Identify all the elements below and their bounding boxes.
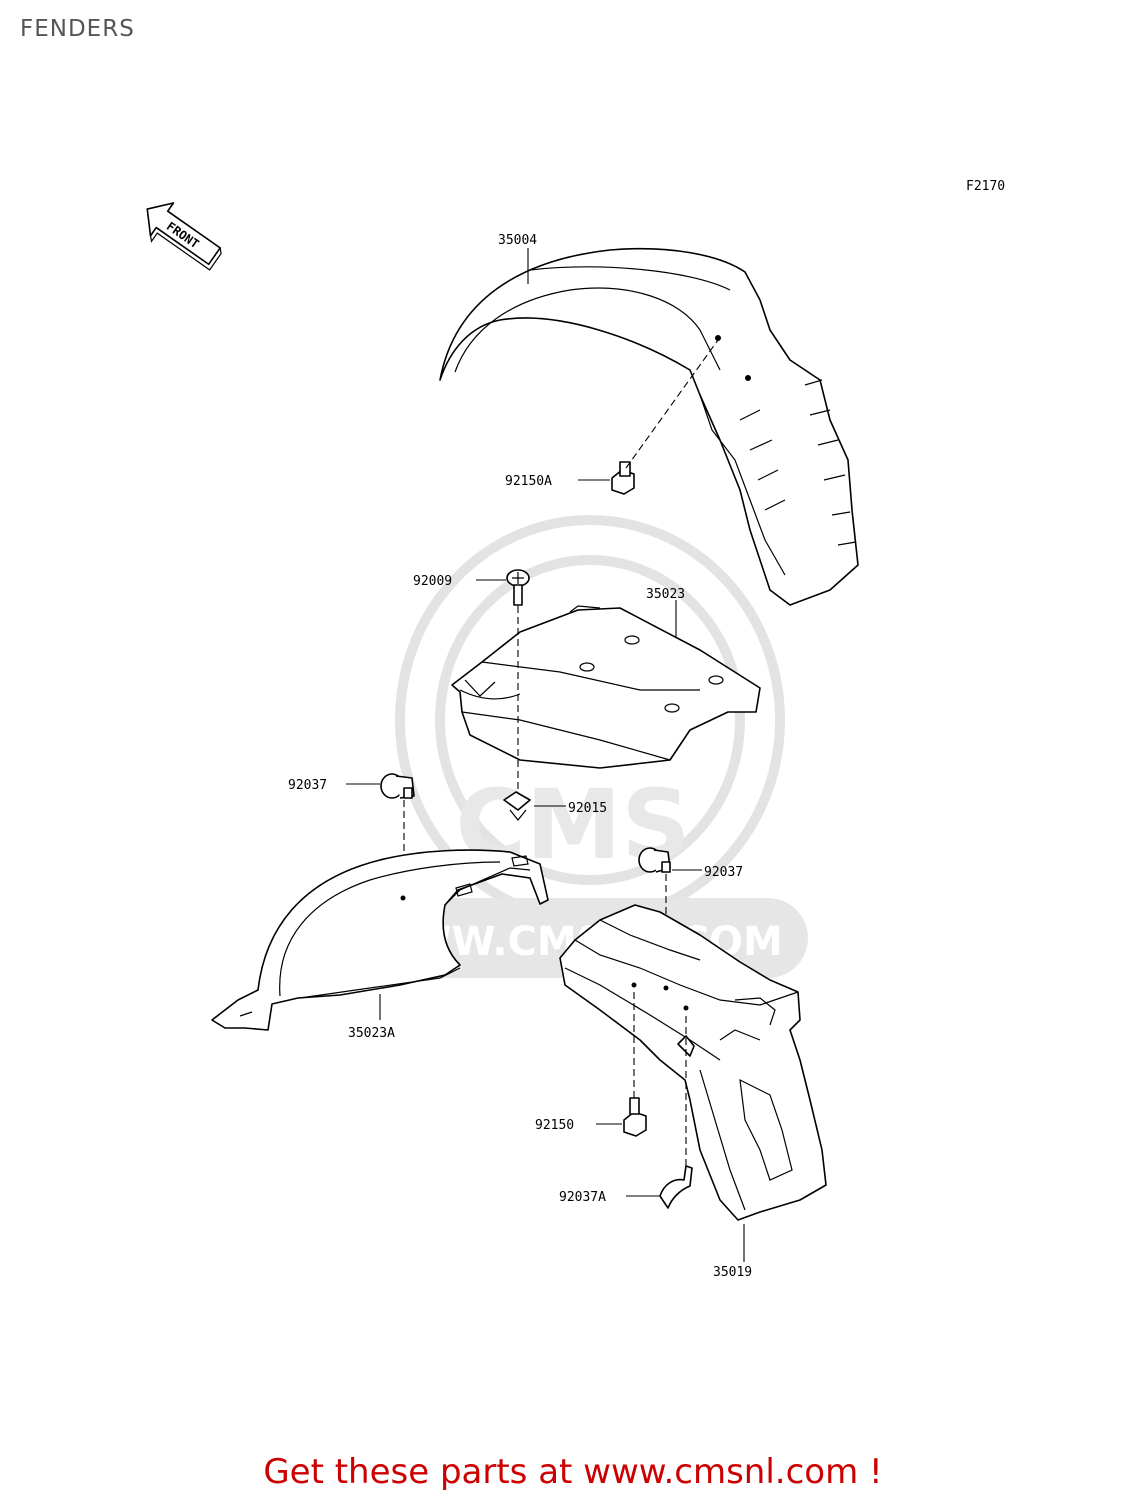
part-label-92037A: 92037A bbox=[559, 1190, 606, 1205]
screw-92009-icon bbox=[506, 569, 530, 606]
band-92037A-icon bbox=[659, 1165, 693, 1209]
part-label-92009: 92009 bbox=[413, 574, 452, 589]
part-label-92015: 92015 bbox=[568, 801, 607, 816]
part-label-35019: 35019 bbox=[713, 1265, 752, 1280]
part-label-35004: 35004 bbox=[498, 233, 537, 248]
bolt-92150A-icon bbox=[611, 461, 635, 495]
part-label-92037-right: 92037 bbox=[704, 865, 743, 880]
part-label-35023: 35023 bbox=[646, 587, 685, 602]
part-label-92037-left: 92037 bbox=[288, 778, 327, 793]
footer-cta-link[interactable]: Get these parts at www.cmsnl.com ! bbox=[263, 1452, 883, 1492]
front-fender bbox=[439, 247, 859, 606]
bolt-92150-icon bbox=[623, 1097, 647, 1137]
front-arrow-icon: FRONT bbox=[146, 202, 222, 271]
figure-code: F2170 bbox=[966, 179, 1005, 194]
nut-92015-icon bbox=[503, 791, 531, 821]
rear-fender bbox=[559, 904, 827, 1221]
clamp-92037-left-icon bbox=[380, 773, 415, 799]
inner-fender bbox=[451, 605, 761, 769]
clamp-92037-right-icon bbox=[638, 847, 671, 873]
page-title: FENDERS bbox=[20, 16, 135, 42]
part-label-35023A: 35023A bbox=[348, 1026, 395, 1041]
part-label-92150: 92150 bbox=[535, 1118, 574, 1133]
part-label-92150A: 92150A bbox=[505, 474, 552, 489]
rear-inner-fender bbox=[211, 849, 549, 1031]
